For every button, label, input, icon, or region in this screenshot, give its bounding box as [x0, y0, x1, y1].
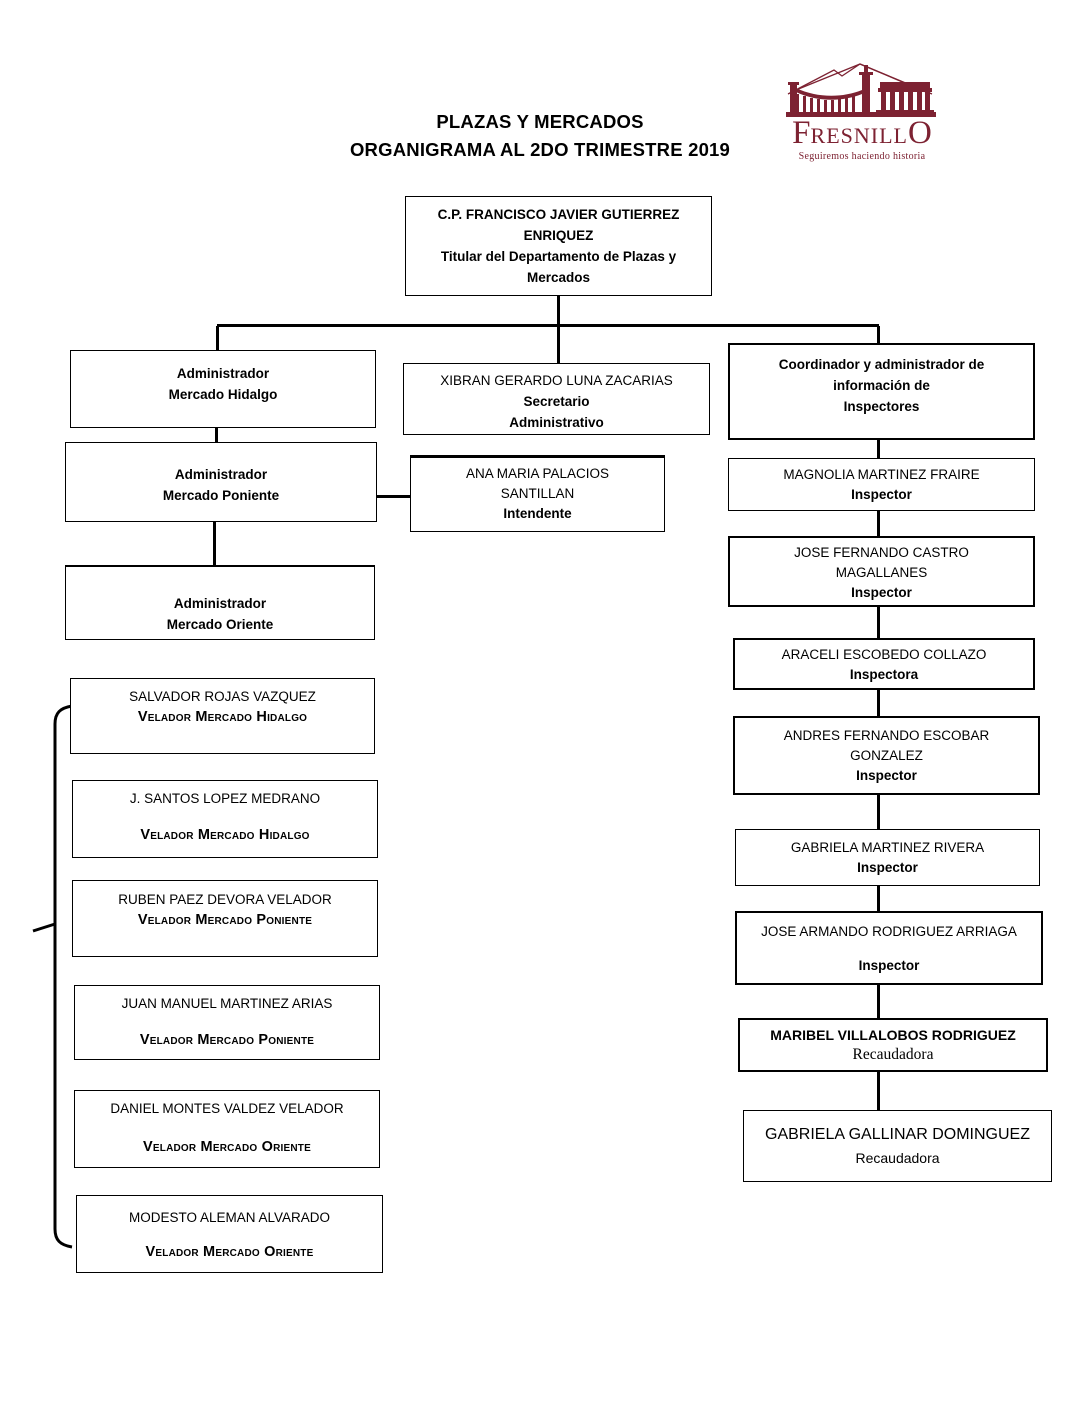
connector-to-hidalgo [216, 326, 219, 350]
org-node-coordinador: Coordinador y administrador de informaci… [728, 343, 1035, 440]
org-node-inspector-castro: JOSE FERNANDO CASTRO MAGALLANES Inspecto… [728, 536, 1035, 607]
connector-root-down [557, 295, 560, 325]
org-node-recaudadora-maribel: MARIBEL VILLALOBOS RODRIGUEZ Recaudadora [738, 1018, 1048, 1072]
org-node-secretario: XIBRAN GERARDO LUNA ZACARIAS Secretario … [403, 363, 710, 435]
person-role: Inspectora [849, 667, 919, 682]
page-title-line2: ORGANIGRAMA AL 2DO TRIMESTRE 2019 [349, 139, 731, 160]
person-role: Inspector [851, 487, 912, 502]
person-name: JOSE ARMANDO RODRIGUEZ ARRIAGA [761, 924, 1017, 939]
org-node-velador-daniel: DANIEL MONTES VALDEZ VELADOR Velador Mer… [74, 1090, 380, 1168]
org-node-velador-juan: JUAN MANUEL MARTINEZ ARIAS Velador Merca… [74, 985, 380, 1060]
connector-inspector-4-5 [877, 795, 880, 829]
wordmark-middle: RESNILL [810, 123, 908, 148]
person-role-line2: Administrativo [509, 415, 604, 430]
person-name: J. SANTOS LOPEZ MEDRANO [129, 791, 321, 806]
connector-inspector-3-4 [877, 690, 880, 716]
org-node-admin-poniente: Administrador Mercado Poniente [65, 442, 377, 522]
logo-tagline: Seguiremos haciendo historia [798, 151, 926, 162]
org-node-titular: C.P. FRANCISCO JAVIER GUTIERREZ ENRIQUEZ… [405, 196, 712, 296]
wordmark-last-letter: O [907, 115, 932, 151]
org-node-inspector-andres: ANDRES FERNANDO ESCOBAR GONZALEZ Inspect… [733, 716, 1040, 795]
org-node-admin-hidalgo: Administrador Mercado Hidalgo [70, 350, 376, 428]
org-node-velador-ruben: RUBEN PAEZ DEVORA VELADOR Velador Mercad… [72, 880, 378, 957]
person-role: Inspector [856, 768, 917, 783]
role-line1: Administrador [174, 467, 268, 482]
connector-hidalgo-poniente [215, 428, 218, 442]
connector-inspector-6-7 [877, 985, 880, 1018]
person-role: Recaudadora [855, 1150, 940, 1166]
person-name-line1: JOSE FERNANDO CASTRO [794, 545, 969, 560]
person-name-line1: ANA MARIA PALACIOS [465, 466, 610, 481]
person-name: MAGNOLIA MARTINEZ FRAIRE [783, 467, 980, 482]
connector-level2-horizontal [217, 324, 879, 327]
org-node-recaudadora-gabriela-gd: GABRIELA GALLINAR DOMINGUEZ Recaudadora [743, 1110, 1052, 1182]
connector-poniente-intendente [377, 495, 410, 498]
person-role: Velador Mercado Oriente [143, 1139, 311, 1155]
person-name: ARACELI ESCOBEDO COLLAZO [781, 647, 987, 662]
person-role: Inspector [857, 860, 918, 875]
page-title: PLAZAS Y MERCADOS ORGANIGRAMA AL 2DO TRI… [240, 108, 840, 164]
person-role: Velador Mercado Oriente [145, 1244, 314, 1260]
person-role: Inspector [851, 585, 912, 600]
person-name: JUAN MANUEL MARTINEZ ARIAS [121, 996, 333, 1011]
connector-to-coordinador [877, 326, 880, 343]
person-role: Inspector [858, 958, 920, 973]
person-role: Intendente [503, 506, 572, 521]
person-role-line2: Mercados [526, 270, 591, 285]
person-name: MARIBEL VILLALOBOS RODRIGUEZ [770, 1027, 1016, 1043]
person-role: Velador Mercado Hidalgo [140, 827, 310, 843]
role-line2: Mercado Oriente [166, 617, 274, 632]
role-line1: Coordinador y administrador de [778, 357, 985, 372]
person-role: Velador Mercado Poniente [139, 1032, 315, 1048]
person-name: RUBEN PAEZ DEVORA VELADOR [118, 892, 332, 907]
org-node-inspector-magnolia: MAGNOLIA MARTINEZ FRAIRE Inspector [728, 458, 1035, 511]
person-role-line1: Secretario [523, 394, 590, 409]
wordmark-first-letter: F [792, 115, 811, 151]
role-line1: Administrador [173, 596, 267, 611]
person-name: XIBRAN GERARDO LUNA ZACARIAS [440, 373, 673, 388]
person-role: Velador Mercado Poniente [137, 912, 313, 928]
veladores-bracket [32, 704, 73, 1249]
connector-inspector-1-2 [877, 511, 880, 536]
person-role-line1: Titular del Departamento de Plazas y [440, 249, 677, 264]
role-line3: Inspectores [843, 399, 920, 414]
person-name-line2: ENRIQUEZ [523, 228, 594, 243]
person-name: DANIEL MONTES VALDEZ VELADOR [110, 1101, 344, 1116]
role-line1: Administrador [176, 366, 270, 381]
org-node-admin-oriente: Administrador Mercado Oriente [65, 565, 375, 640]
person-name: GABRIELA GALLINAR DOMINGUEZ [765, 1126, 1030, 1143]
person-name-line1: C.P. FRANCISCO JAVIER GUTIERREZ [437, 207, 680, 222]
fresnillo-wordmark: FRESNILLO [778, 115, 946, 154]
person-role: Velador Mercado Hidalgo [137, 709, 308, 725]
org-node-inspector-jose-armando: JOSE ARMANDO RODRIGUEZ ARRIAGA Inspector [735, 911, 1043, 985]
role-line2: Mercado Poniente [162, 488, 280, 503]
person-role: Recaudadora [852, 1046, 934, 1063]
role-line2: Mercado Hidalgo [168, 387, 278, 402]
connector-inspector-7-8 [877, 1072, 880, 1110]
connector-inspector-5-6 [877, 886, 880, 911]
person-name-line2: MAGALLANES [835, 565, 928, 580]
org-node-inspector-gabriela-mr: GABRIELA MARTINEZ RIVERA Inspector [735, 829, 1040, 886]
person-name-line2: SANTILLAN [500, 486, 575, 501]
connector-inspector-2-3 [877, 607, 880, 638]
connector-to-secretario [557, 326, 560, 363]
org-node-intendente: ANA MARIA PALACIOS SANTILLAN Intendente [410, 455, 665, 532]
page-title-line1: PLAZAS Y MERCADOS [436, 111, 644, 132]
role-line2: información de [833, 378, 930, 393]
org-node-inspector-araceli: ARACELI ESCOBEDO COLLAZO Inspectora [733, 638, 1035, 690]
person-name: GABRIELA MARTINEZ RIVERA [790, 840, 985, 855]
org-node-velador-salvador: SALVADOR ROJAS VAZQUEZ Velador Mercado H… [70, 678, 375, 754]
connector-poniente-oriente [213, 522, 216, 565]
fresnillo-monument-icon [786, 63, 936, 117]
fresnillo-logo: FRESNILLO Seguiremos haciendo historia [778, 60, 946, 162]
org-node-velador-santos: J. SANTOS LOPEZ MEDRANO Velador Mercado … [72, 780, 378, 858]
person-name-line1: ANDRES FERNANDO ESCOBAR [783, 728, 990, 743]
org-node-velador-modesto: MODESTO ALEMAN ALVARADO Velador Mercado … [76, 1195, 383, 1273]
person-name: SALVADOR ROJAS VAZQUEZ [129, 689, 316, 704]
connector-coordinador-magnolia [877, 440, 880, 458]
person-name-line2: GONZALEZ [850, 748, 923, 763]
person-name: MODESTO ALEMAN ALVARADO [128, 1210, 331, 1225]
